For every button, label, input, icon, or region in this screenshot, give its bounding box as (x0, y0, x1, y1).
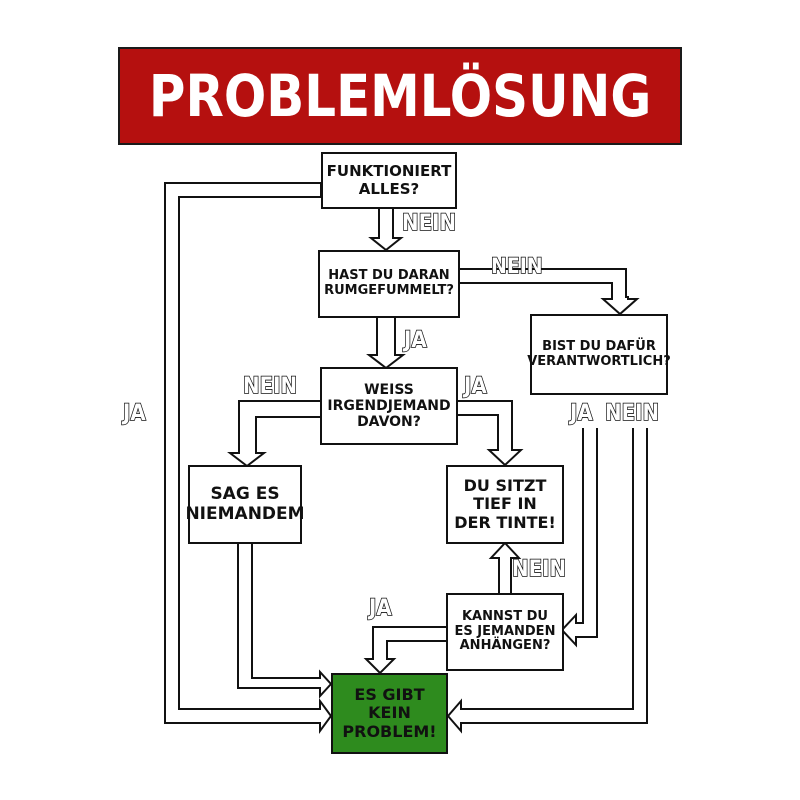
label-ja-left: JA (122, 400, 146, 427)
label-nein-weiss: NEIN (242, 373, 298, 400)
connector-weiss-ja (457, 400, 524, 467)
label-nein-anhaengen: NEIN (511, 556, 567, 583)
node-tinte: DU SITZT TIEF IN DER TINTE! (446, 465, 564, 544)
label-ja-weiss: JA (463, 373, 487, 400)
connector-weiss-nein (227, 400, 321, 468)
connector-rumgefummelt-nein (460, 268, 640, 316)
label-ja-rumgefummelt: JA (403, 327, 427, 354)
node-problem: ES GIBT KEIN PROBLEM! (331, 673, 448, 754)
node-verantwortlich: BIST DU DAFÜR VERANTWORTLICH? (527, 314, 671, 395)
connector-niemandem-problem (237, 543, 333, 699)
label-nein-funktioniert: NEIN (401, 210, 457, 237)
connector-funktioniert-nein (368, 209, 404, 252)
node-niemandem: SAG ES NIEMANDEM (185, 465, 305, 544)
label-ja-verantwortlich: JA (569, 400, 593, 427)
node-funktioniert: FUNKTIONIERT ALLES? (321, 152, 457, 209)
connector-rumgefummelt-ja (366, 318, 406, 370)
label-nein-verantwortlich: NEIN (604, 400, 660, 427)
node-rumgefummelt: HAST DU DARAN RUMGEFUMMELT? (318, 250, 460, 318)
page-title: PROBLEMLÖSUNG (148, 62, 652, 130)
node-weiss: WEISS IRGENDJEMAND DAVON? (320, 367, 458, 445)
connector-verantwortlich-nein (446, 428, 648, 734)
connector-anhaengen-ja (363, 626, 447, 675)
connector-verantwortlich-ja (560, 428, 598, 648)
node-anhaengen: KANNST DU ES JEMANDEN ANHÄNGEN? (446, 593, 564, 671)
label-nein-rumgefummelt: NEIN (490, 253, 543, 279)
label-ja-anhaengen: JA (368, 595, 392, 622)
title-banner: PROBLEMLÖSUNG (118, 47, 682, 145)
connector-ja-left (164, 182, 333, 735)
